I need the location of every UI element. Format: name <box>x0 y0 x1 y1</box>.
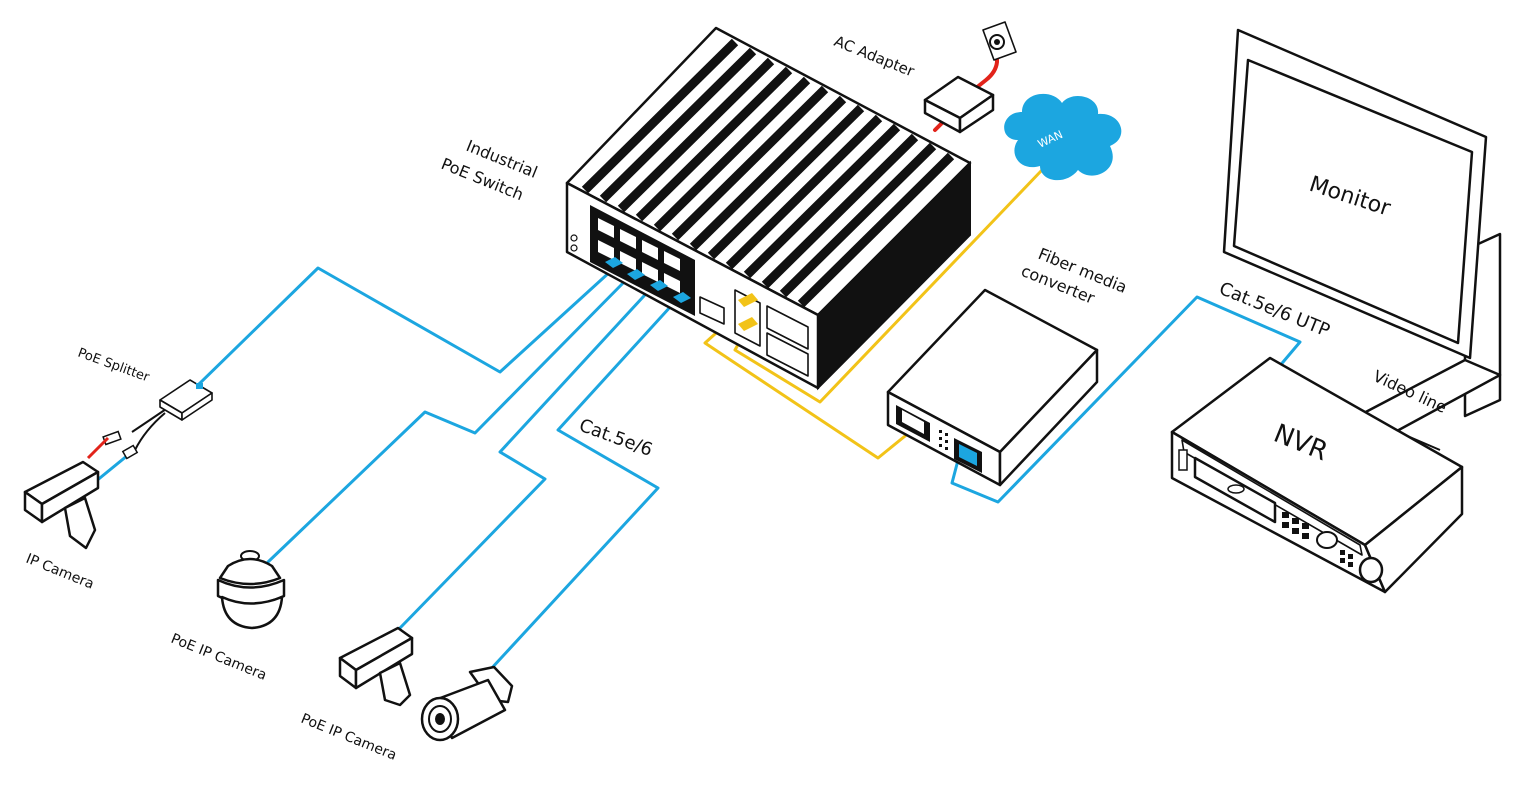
poe-ip-camera-label-1: PoE IP Camera <box>169 631 269 684</box>
nvr-icon: NVR <box>1170 356 1464 594</box>
box-camera-icon <box>23 460 100 550</box>
poe-switch-icon <box>565 26 972 391</box>
box-camera-icon <box>338 626 414 707</box>
ac-adapter-label: AC Adapter <box>832 32 918 81</box>
ip-camera-label: IP Camera <box>24 551 97 593</box>
bullet-camera-icon <box>420 665 514 742</box>
cable-switch-to-bullet-camera <box>488 292 684 672</box>
cable-converter-to-nvr <box>950 295 1302 504</box>
cable-switch-to-box-camera <box>398 282 657 630</box>
cable-switch-to-dome-camera <box>266 274 632 564</box>
cat-cable-label: Cat.5e/6 <box>576 415 655 461</box>
poe-ip-camera-label-2: PoE IP Camera <box>299 711 399 764</box>
cable-switch-to-splitter <box>195 266 614 388</box>
power-cable <box>974 48 999 90</box>
fiber-media-converter-icon <box>886 288 1099 487</box>
ac-adapter-icon <box>923 75 995 134</box>
splitter-leads <box>131 404 173 451</box>
poe-splitter-icon <box>86 379 213 460</box>
dome-camera-icon <box>216 550 286 630</box>
poe-splitter-label: PoE Splitter <box>76 346 152 386</box>
monitor-icon: Monitor <box>1222 28 1502 434</box>
wall-socket-icon <box>982 21 1017 61</box>
cable-splitter-to-camera <box>93 453 130 484</box>
cloud-icon <box>1004 93 1122 181</box>
